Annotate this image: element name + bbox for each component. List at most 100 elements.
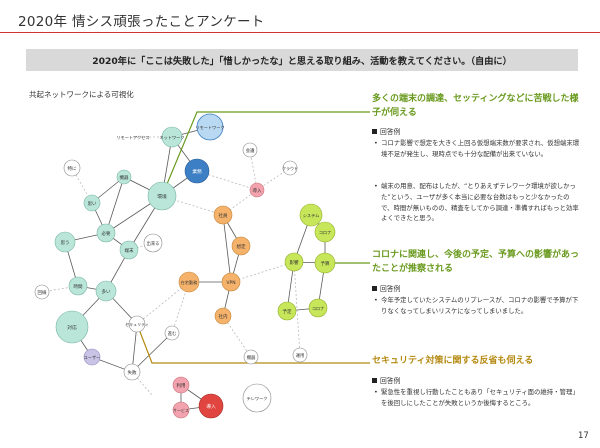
- node-label: 社員: [219, 212, 228, 219]
- node-label: 対応: [67, 324, 77, 331]
- network-node: ユーザー: [84, 348, 101, 366]
- node-label: 機器: [120, 174, 129, 181]
- bullet-text: 緊急性を重視し行動したこともあり「セキュリティ面の維持・管理」を後回しにしたこと…: [381, 388, 579, 407]
- network-node: 業務: [184, 158, 210, 184]
- node-label: VPN: [226, 280, 235, 286]
- node-label: 必要: [102, 230, 111, 237]
- node-label: 進む: [168, 330, 177, 337]
- bullet-text: コロナ影響で想定を大きく上回る仮想端末数が要求され、仮想端末環境不足が発生し、現…: [381, 139, 580, 158]
- callout-line-security: [136, 323, 370, 364]
- node-label: 社内: [219, 313, 228, 320]
- node-label: 在宅勤務: [181, 279, 199, 286]
- network-node: 時間: [68, 276, 88, 296]
- finding-1-headline: 多くの端末の調達、セッティングなどに苦戦した様子が伺える: [372, 94, 579, 118]
- node-label: 想定: [237, 243, 246, 250]
- network-node: セキュリティ: [125, 315, 149, 333]
- bullet-text: 今年予定していたシステムのリプレースが、コロナの影響で予算が下りなくなってしまい…: [381, 296, 579, 315]
- network-node: テレワーク: [242, 383, 272, 413]
- network-node: コロナ: [314, 221, 336, 243]
- bullet-dot-icon: •: [374, 388, 378, 396]
- network-node: 進む: [164, 325, 180, 341]
- node-label: 端末: [125, 247, 134, 254]
- network-node: VPN: [221, 272, 241, 292]
- node-label: クラウド: [282, 165, 298, 171]
- network-node: ネットワーク: [159, 126, 185, 148]
- node-label: コロナ: [312, 306, 325, 312]
- square-bullet-icon: [372, 128, 377, 134]
- square-bullet-icon: [372, 285, 377, 291]
- node-label: 予定: [283, 308, 292, 315]
- node-label: 思い: [88, 201, 97, 207]
- finding-2-headline: コロナに関連し、今後の予定、予算への影響があったことが推察される: [372, 250, 580, 274]
- network-node: 機器: [116, 169, 132, 185]
- network-caption: 共起ネットワークによる可視化: [29, 90, 134, 99]
- node-label: コロナ: [319, 230, 332, 236]
- node-label: リモートワーク: [195, 125, 224, 131]
- network-node: 特に: [63, 159, 81, 177]
- node-label: 失敗: [128, 369, 137, 376]
- survey-question-text: 2020年に「ここは失敗した」「惜しかったな」と思える取り組み、活動を教えてくだ…: [92, 56, 512, 67]
- network-node: 運用: [292, 347, 308, 363]
- node-label: サービス: [173, 407, 189, 413]
- network-node: 多い: [95, 280, 117, 302]
- title-divider: [0, 32, 600, 33]
- example-label-text: 回答例: [380, 128, 401, 136]
- node-label: 思う: [61, 240, 70, 246]
- finding-3-example-label: 回答例: [372, 375, 400, 385]
- page-number: 17: [578, 431, 589, 441]
- network-node: 社内: [214, 307, 232, 325]
- network-node: サービス: [172, 401, 190, 419]
- network-node: 導入: [198, 393, 224, 419]
- bullet-dot-icon: •: [374, 182, 378, 190]
- network-node: 利用: [172, 376, 190, 394]
- network-node: リモートワーク: [195, 113, 225, 141]
- node-label: 導入: [253, 187, 262, 194]
- bullet-dot-icon: •: [374, 296, 378, 304]
- network-node: 端末: [119, 240, 139, 260]
- node-label: 時間: [74, 284, 83, 290]
- finding-1-bullet-2: • 端末の用意、配布はしたが、“とりあえずテレワーク環境が欲しかった”という、ユ…: [374, 181, 582, 224]
- node-label: ユーザー: [84, 355, 101, 361]
- finding-3-headline: セキュリティ対策に関する反省も伺える: [372, 356, 534, 366]
- example-label-text: 回答例: [380, 377, 401, 385]
- node-label: 予算: [321, 260, 330, 267]
- network-node: リモートアクセス: [116, 135, 149, 141]
- finding-2-bullet-1: • 今年予定していたシステムのリプレースが、コロナの影響で予算が下りなくなってし…: [374, 295, 582, 317]
- slide-title: 2020年 情シス頑張ったことアンケート: [18, 14, 265, 30]
- network-node: クラウド: [282, 160, 298, 176]
- network-node: 会議: [242, 142, 258, 158]
- square-bullet-icon: [372, 377, 377, 383]
- network-node: 在宅勤務: [178, 271, 200, 293]
- node-label: テレワーク: [247, 396, 268, 402]
- network-node: 導入: [249, 182, 265, 198]
- network-node: 出来る: [143, 233, 163, 253]
- callout-line-device: [161, 111, 370, 197]
- network-node: 環境: [147, 181, 177, 211]
- node-label: 機器: [247, 354, 256, 361]
- node-label: 出来る: [147, 240, 160, 247]
- network-node: 思い: [83, 194, 101, 212]
- example-label-text: 回答例: [380, 285, 401, 293]
- network-node: コロナ: [308, 298, 328, 318]
- bullet-dot-icon: •: [374, 139, 378, 147]
- finding-3-bullet-1: • 緊急性を重視し行動したこともあり「セキュリティ面の維持・管理」を後回しにした…: [374, 387, 582, 409]
- node-label: 利用: [177, 382, 186, 389]
- network-node: 機器: [243, 349, 259, 365]
- node-label: 特に: [68, 165, 77, 172]
- network-node: 失敗: [123, 363, 141, 381]
- network-node: 回線: [34, 284, 50, 300]
- node-label: 業務: [192, 168, 202, 175]
- node-label: ネットワーク: [159, 135, 184, 141]
- node-label: 多い: [102, 288, 111, 295]
- network-node: 必要: [96, 223, 116, 243]
- network-node: 想定: [231, 236, 251, 256]
- node-label: セキュリティ: [125, 321, 149, 327]
- node-label: システム: [303, 213, 320, 219]
- network-nodes: リモートワーク リモートアクセス ネットワーク 特に 機器 環境 業務 会議 ク…: [34, 113, 336, 419]
- network-node: 予定: [277, 301, 297, 321]
- network-node: システム: [299, 203, 323, 227]
- node-label: 運用: [296, 353, 305, 359]
- node-label: 環境: [157, 193, 167, 200]
- finding-1-example-label: 回答例: [372, 126, 400, 136]
